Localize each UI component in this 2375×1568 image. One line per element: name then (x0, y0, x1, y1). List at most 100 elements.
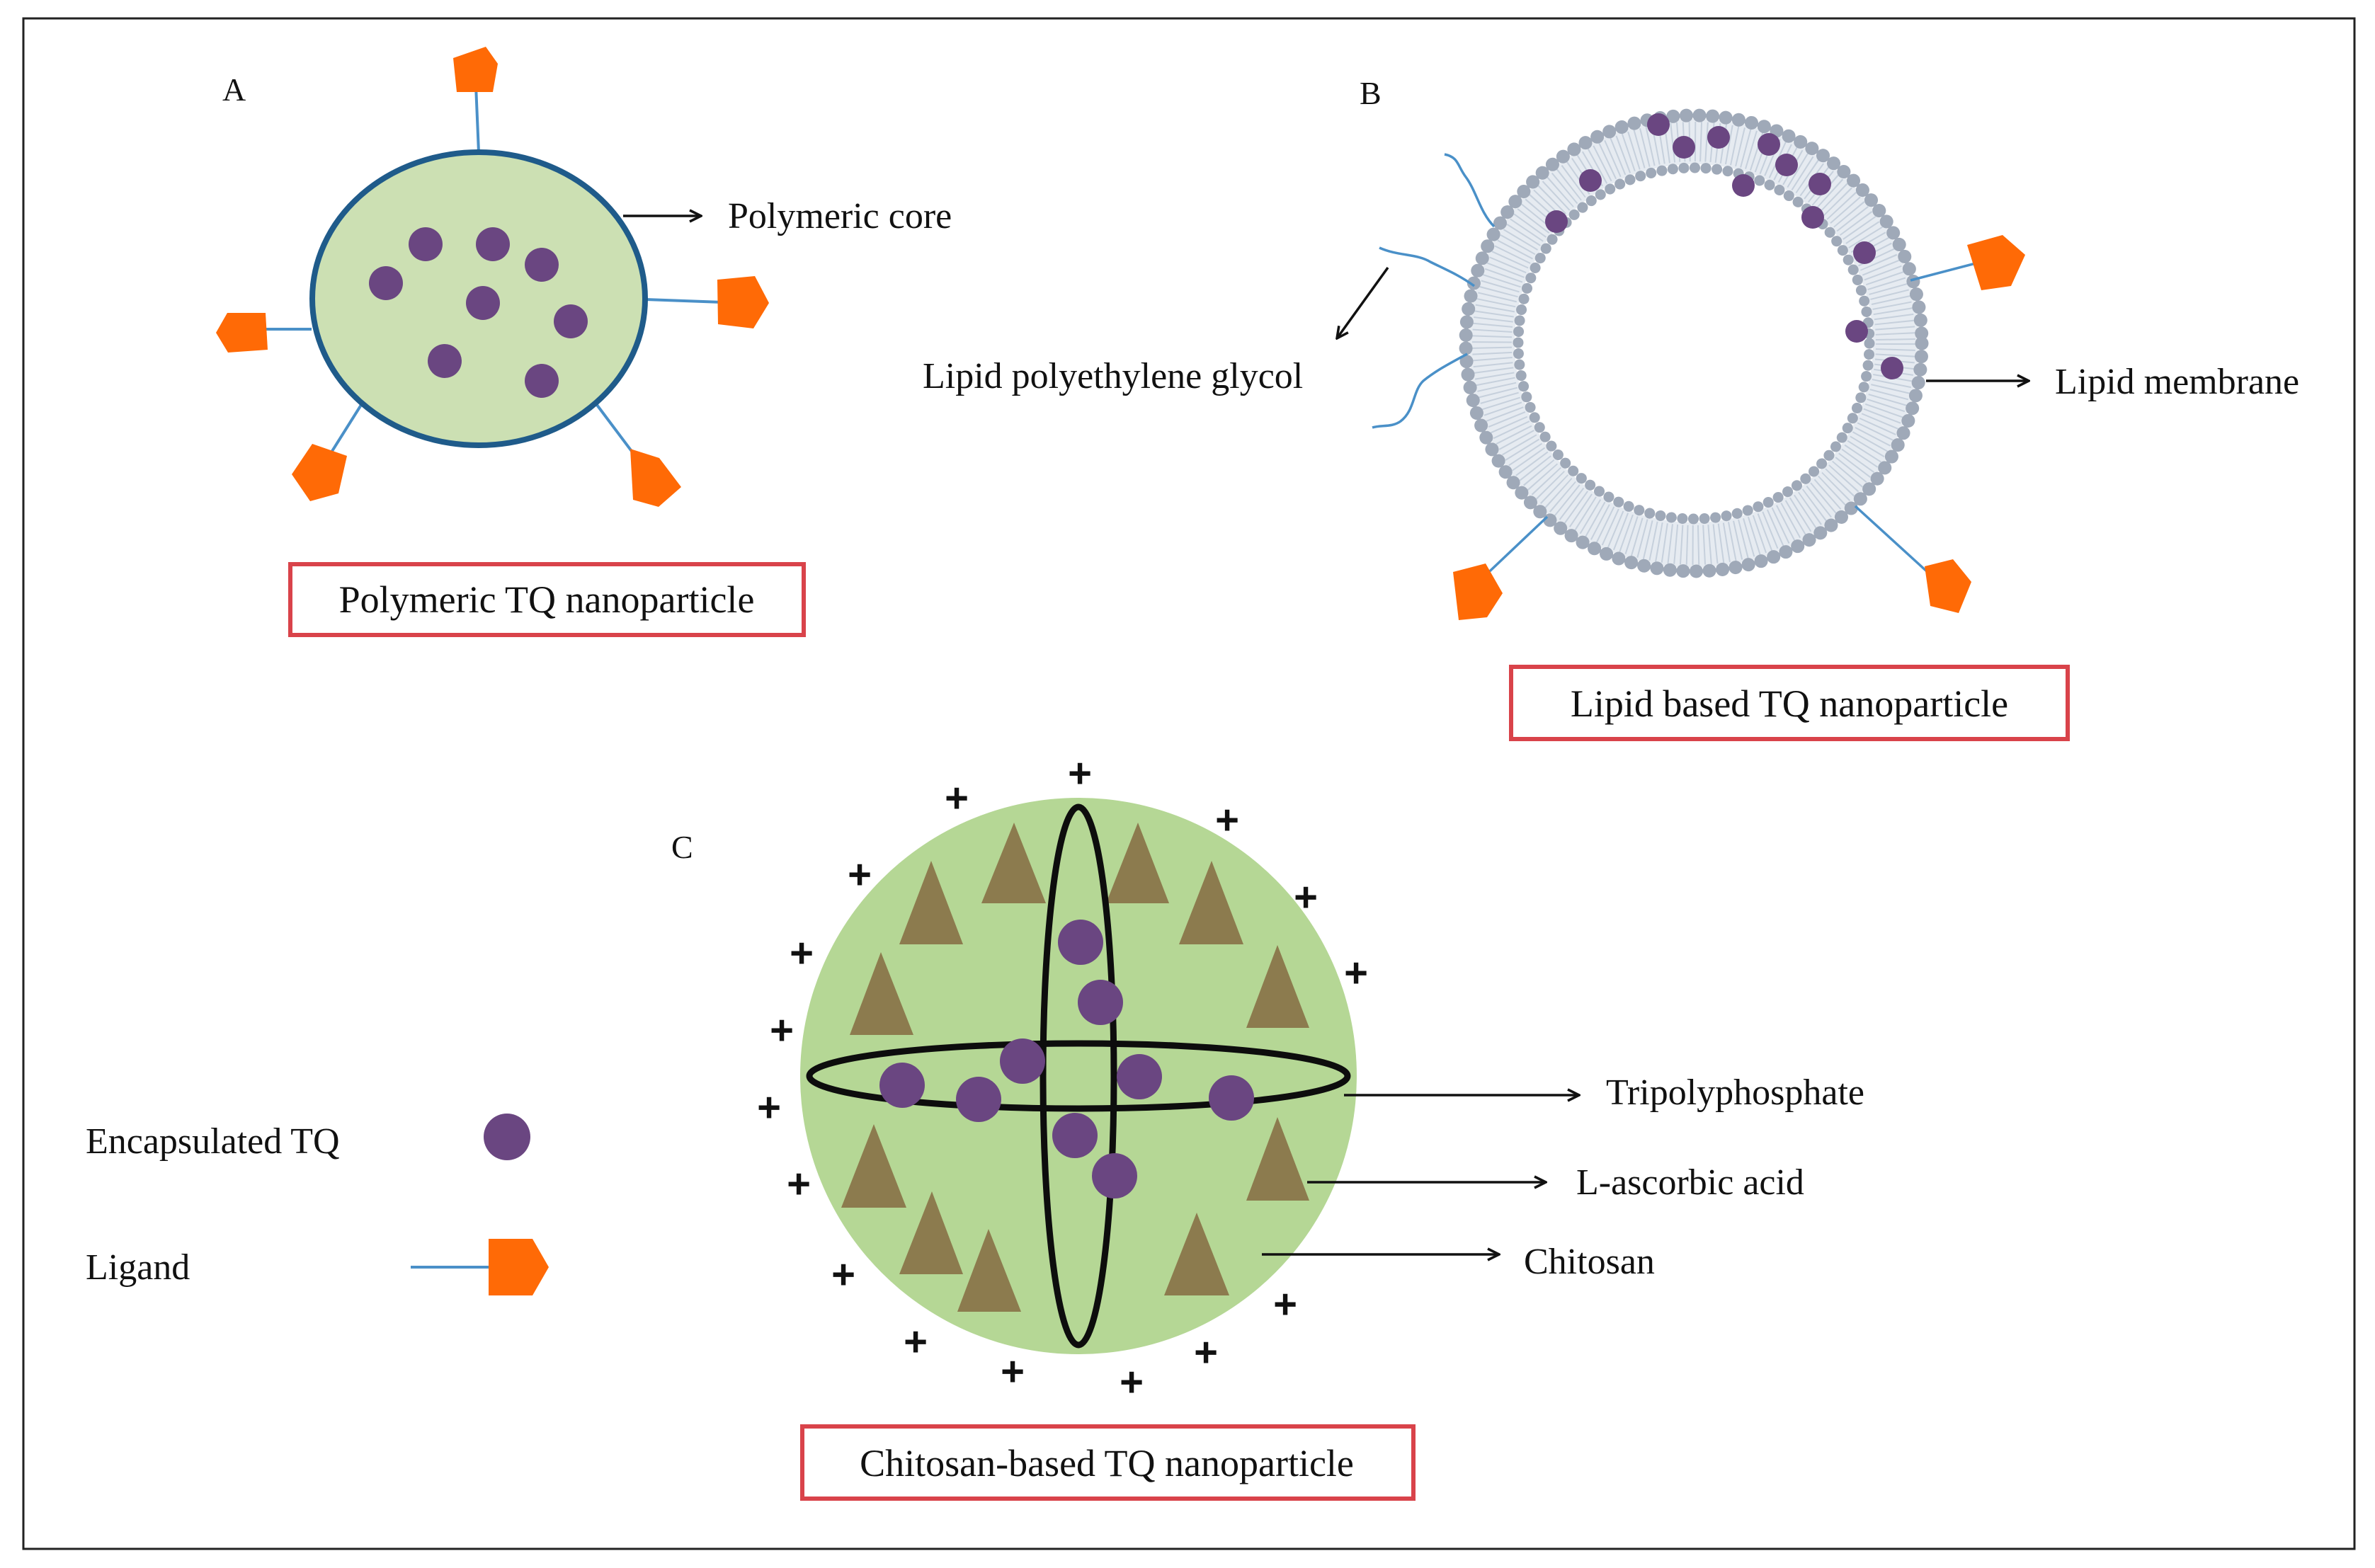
positive-charge: + (1215, 797, 1239, 843)
positive-charge: + (1273, 1281, 1297, 1327)
tq-dot (369, 266, 403, 300)
ascorbic-acid-triangle (981, 823, 1046, 903)
panel-a-ligand-tethers (266, 84, 723, 460)
tq-dot (554, 304, 588, 338)
tq-dot (1058, 920, 1103, 965)
ligand-icon (216, 313, 268, 353)
ligand-icon (292, 444, 347, 501)
panel-a-ligands (216, 47, 769, 507)
panel-c-tq-dots (879, 920, 1254, 1198)
tq-dot (879, 1063, 925, 1108)
panel-c-ascorbic-triangles (841, 823, 1309, 1312)
lipid-tails (1472, 122, 1915, 565)
panel-c: C (671, 750, 1864, 1501)
tq-dot (1809, 173, 1831, 195)
ligand-icon (1967, 235, 2025, 290)
tether (1479, 515, 1549, 582)
positive-charge: + (1194, 1329, 1218, 1375)
tq-dot (1000, 1038, 1045, 1084)
panel-c-title-box (800, 1424, 1416, 1501)
ascorbic-acid-label: L-ascorbic acid (1576, 1162, 1804, 1203)
ascorbic-acid-triangle (957, 1229, 1021, 1312)
peg-chain (1372, 353, 1468, 429)
lipid-heads-outer (1459, 108, 1929, 578)
peg-chain (1444, 153, 1496, 228)
ascorbic-acid-triangle (850, 952, 913, 1035)
panel-c-title: Chitosan-based TQ nanoparticle (860, 1442, 1354, 1484)
tq-dot (1209, 1075, 1254, 1121)
legend: Encapsulated TQ Ligand (86, 1114, 549, 1295)
ascorbic-acid-triangle (899, 861, 963, 944)
lipid-heads-inner (1513, 162, 1875, 525)
positive-charge: + (757, 1085, 781, 1131)
ascorbic-acid-triangle (1246, 945, 1309, 1028)
tq-dot (1881, 357, 1903, 379)
tq-dot (525, 364, 559, 398)
panel-b: B (923, 75, 2299, 741)
panel-b-letter: B (1360, 75, 1382, 111)
chitosan-label: Chitosan (1524, 1242, 1655, 1282)
tq-dot (1647, 113, 1670, 136)
panel-b-ligands (1453, 235, 2025, 620)
positive-charge: + (1344, 950, 1368, 996)
ascorbic-acid-triangle (1179, 861, 1243, 944)
tq-dot (1052, 1113, 1098, 1158)
ascorbic-acid-triangle (1246, 1117, 1309, 1201)
tq-dot (1673, 136, 1695, 159)
polymeric-core-label: Polymeric core (728, 196, 952, 236)
panel-b-title-box (1509, 665, 2070, 741)
tq-dot (1092, 1153, 1137, 1198)
legend-ligand-label: Ligand (86, 1247, 190, 1288)
tether (1910, 262, 1976, 282)
figure-frame (22, 17, 2356, 1550)
ligand-icon (717, 276, 769, 328)
ligand-icon (453, 47, 498, 92)
tq-dot (1732, 174, 1755, 197)
positive-charge: + (1120, 1359, 1144, 1405)
tq-dot (525, 248, 559, 282)
tether (474, 84, 480, 153)
ascorbic-acid-triangle (841, 1124, 906, 1208)
tq-dot (1707, 126, 1730, 149)
panel-b-peg-chains (1372, 153, 1496, 429)
ligand-icon (1453, 563, 1503, 620)
panel-a: A Pol (216, 47, 952, 637)
tq-dot (1545, 210, 1568, 233)
lipid-membrane-label: Lipid membrane (2055, 362, 2299, 402)
tripolyphosphate-vertical-ring (1040, 803, 1117, 1349)
positive-charge: + (1001, 1349, 1025, 1395)
panel-c-letter: C (671, 829, 693, 865)
tq-dot (956, 1077, 1001, 1122)
tq-dot (1853, 241, 1876, 264)
tripolyphosphate-label: Tripolyphosphate (1606, 1072, 1864, 1113)
panel-c-positive-charges: + + + + + + + + + + + + + + + + (757, 750, 1368, 1405)
legend-tq-label: Encapsulated TQ (86, 1121, 340, 1162)
peg-label: Lipid polyethylene glycol (923, 356, 1303, 396)
positive-charge: + (831, 1252, 855, 1298)
positive-charge: + (945, 775, 969, 821)
ligand-icon (1925, 559, 1971, 613)
positive-charge: + (1068, 750, 1092, 796)
encapsulated-tq-icon (484, 1114, 530, 1160)
positive-charge: + (904, 1319, 928, 1365)
tq-dot (1117, 1054, 1162, 1099)
tripolyphosphate-horizontal-ring (806, 1040, 1351, 1112)
tq-dot (428, 344, 462, 378)
panel-b-tq-dots (1545, 113, 1903, 379)
tether (329, 404, 363, 456)
panel-a-letter: A (222, 71, 246, 108)
ascorbic-acid-triangle (1164, 1213, 1229, 1295)
peg-arrow (1337, 266, 1389, 338)
ascorbic-acid-triangle (1106, 823, 1169, 903)
tq-dot (1775, 154, 1798, 176)
positive-charge: + (848, 852, 872, 898)
tq-dot (1845, 320, 1868, 343)
panel-b-ligand-tethers (1479, 262, 1976, 582)
positive-charge: + (770, 1007, 794, 1053)
tq-dot (1078, 980, 1123, 1025)
tq-dot (476, 227, 510, 261)
positive-charge: + (790, 930, 814, 976)
ascorbic-acid-triangle (899, 1191, 963, 1274)
peg-chain (1379, 246, 1476, 287)
